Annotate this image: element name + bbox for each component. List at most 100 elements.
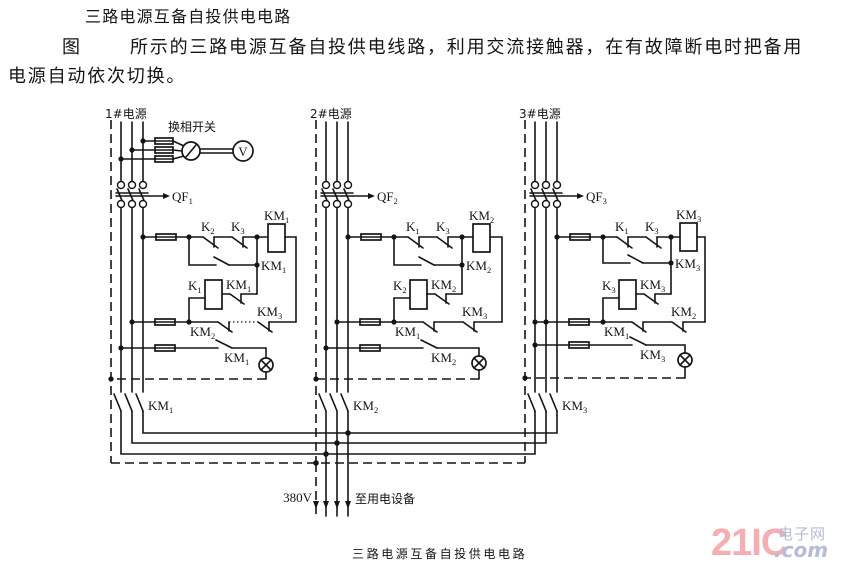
relay-contact-label: KM3	[640, 277, 665, 294]
nc-contact-icon	[434, 293, 450, 305]
fuse-icon	[568, 341, 590, 349]
interlock-contact-label: KM1	[395, 324, 420, 341]
series-contact-label: K3	[436, 219, 450, 236]
series-contact-label: K2	[201, 219, 215, 236]
junction-node	[334, 440, 340, 446]
figure-caption: 三路电源互备自投供电电路	[352, 547, 528, 561]
arrow-down-icon	[345, 501, 351, 509]
junction-node	[313, 376, 319, 382]
wire	[393, 236, 422, 266]
junction-node	[313, 460, 319, 466]
power-source-2-circuit: 2#电源 QF2	[310, 107, 503, 463]
indicator-lamp-icon	[258, 357, 274, 373]
junction-node	[522, 375, 528, 381]
watermark-cn-name: 电子网	[778, 525, 827, 543]
nc-contact-icon	[257, 321, 273, 333]
fuse-icon	[359, 344, 381, 352]
fuse-icon	[155, 233, 177, 241]
no-contact-icon	[418, 256, 435, 266]
circuit-breaker-icon	[320, 180, 375, 209]
source-label: 1#电源	[105, 107, 147, 121]
arrow-down-icon	[334, 501, 340, 509]
nc-contact-icon	[462, 321, 478, 333]
interlock-contact-label: KM3	[462, 304, 487, 321]
nc-contact-icon	[643, 293, 659, 305]
fuse-icon	[154, 137, 174, 145]
relay-coil-icon	[409, 279, 428, 310]
main-contact-label: KM2	[353, 398, 378, 415]
no-contact-icon	[627, 254, 644, 264]
nc-contact-icon	[631, 321, 647, 333]
wire	[231, 347, 267, 359]
junction-node	[323, 451, 329, 457]
paragraph-line-2: 电源自动依次切换。	[8, 66, 187, 87]
relay-label: K1	[188, 278, 202, 295]
nc-contact-icon	[231, 236, 248, 249]
no-contact-icon	[420, 339, 438, 349]
main-contactor-contacts-icon	[527, 393, 558, 412]
wire	[188, 236, 217, 266]
fuse-icon	[569, 233, 591, 241]
contactor-coil-icon	[472, 223, 491, 253]
wire	[645, 344, 686, 354]
series-contact-label: K1	[615, 219, 629, 236]
nc-contact-icon	[217, 321, 233, 333]
figure-reference: 图	[62, 37, 82, 58]
main-contact-label: KM1	[148, 398, 173, 415]
relay-label: K3	[602, 278, 616, 295]
no-contact-icon	[215, 339, 233, 349]
paragraph-line-1: 所示的三路电源互备自投供电线路，利用交流接触器，在有故障断电时把备用	[130, 37, 804, 58]
nc-contact-icon	[645, 236, 662, 249]
watermark-domain: .com	[774, 538, 829, 562]
hold-contact-label: KM2	[466, 258, 491, 275]
series-contact-label: K3	[645, 219, 659, 236]
wire	[696, 236, 706, 323]
coil-label: KM1	[264, 208, 289, 225]
lamp-contact-label: KM2	[431, 350, 456, 367]
bus-line-phase-2	[131, 410, 547, 444]
phase-selector-switch-icon	[181, 141, 201, 161]
wire	[436, 347, 480, 357]
voltmeter-symbol: V	[238, 144, 248, 159]
main-contactor-contacts-icon	[318, 393, 349, 412]
main-contactor-contacts-icon	[113, 393, 144, 412]
main-contact-label: KM3	[562, 398, 587, 415]
lamp-contact-label: KM3	[640, 347, 665, 364]
fuse-icon	[154, 344, 176, 352]
wire	[172, 149, 183, 152]
junction-node	[391, 319, 397, 325]
breaker-label: QF3	[586, 189, 607, 206]
nc-contact-icon	[202, 236, 219, 249]
wire	[393, 297, 411, 323]
output-voltage-label: 380V	[283, 490, 313, 505]
nc-contact-icon	[422, 321, 438, 333]
fuse-icon	[568, 318, 590, 326]
junction-node	[186, 319, 192, 325]
junction-node	[345, 430, 351, 436]
contactor-coil-icon	[679, 222, 698, 252]
nc-contact-icon	[229, 293, 245, 305]
interlock-contact-label: KM3	[257, 304, 282, 321]
wire	[284, 236, 297, 323]
relay-contact-label: KM2	[431, 277, 456, 294]
coil-label: KM3	[676, 207, 701, 224]
wire	[188, 297, 206, 323]
power-source-3-circuit: 3#电源 QF3	[519, 107, 706, 463]
junction-node	[108, 376, 114, 382]
circuit-breaker-icon	[529, 180, 584, 209]
interlock-contact-label: KM1	[604, 324, 629, 341]
voltmeter-icon	[232, 140, 254, 162]
junction-node	[600, 319, 606, 325]
page-title: 三路电源互备自投供电电路	[85, 7, 292, 26]
phase-selector-voltmeter: V 换相开关	[118, 120, 254, 163]
arrow-down-icon	[313, 501, 319, 509]
arrow-down-icon	[323, 501, 329, 509]
wire	[602, 297, 620, 323]
source-label: 3#电源	[519, 107, 561, 121]
wire	[489, 236, 503, 323]
indicator-lamp-icon	[471, 355, 487, 371]
source-label: 2#电源	[310, 107, 352, 121]
series-contact-label: K1	[406, 219, 420, 236]
